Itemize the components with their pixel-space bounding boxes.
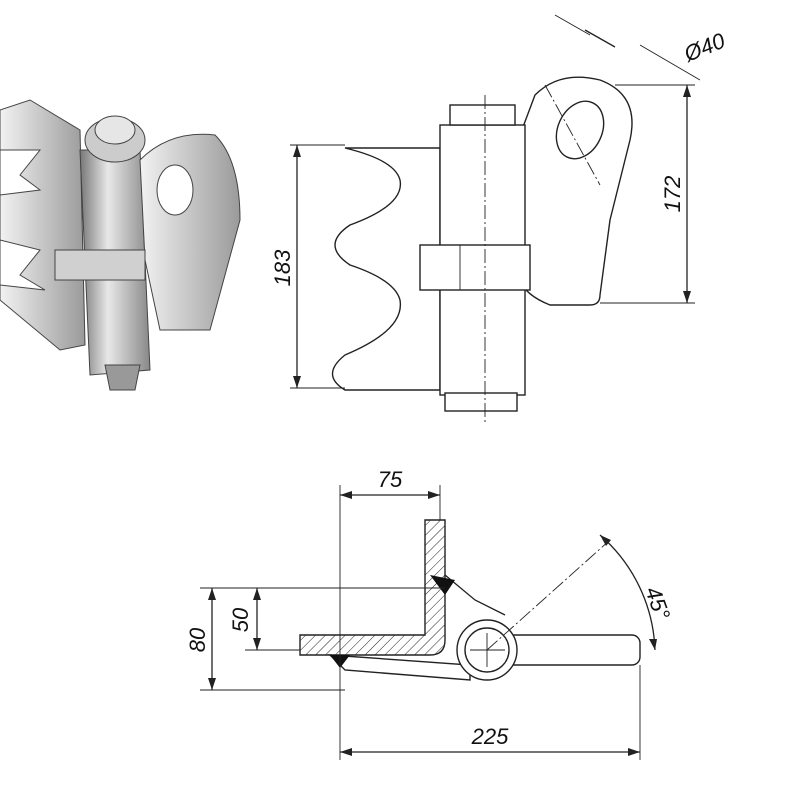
arm-plate — [519, 76, 633, 306]
dim-225: 225 — [471, 724, 509, 749]
leaf-wave — [331, 147, 441, 391]
hinge-3d-render — [0, 99, 241, 391]
dim-50: 50 — [228, 607, 253, 632]
top-view: 75 225 80 50 45° — [185, 467, 675, 760]
dim-80: 80 — [185, 627, 210, 652]
dim-diameter-40: Ø40 — [680, 28, 730, 67]
dim-183: 183 — [270, 249, 295, 286]
dim-75: 75 — [378, 467, 403, 492]
side-view: 183 172 Ø40 — [270, 14, 730, 425]
dim-45-degrees: 45° — [640, 583, 675, 623]
dim-172: 172 — [660, 176, 685, 213]
